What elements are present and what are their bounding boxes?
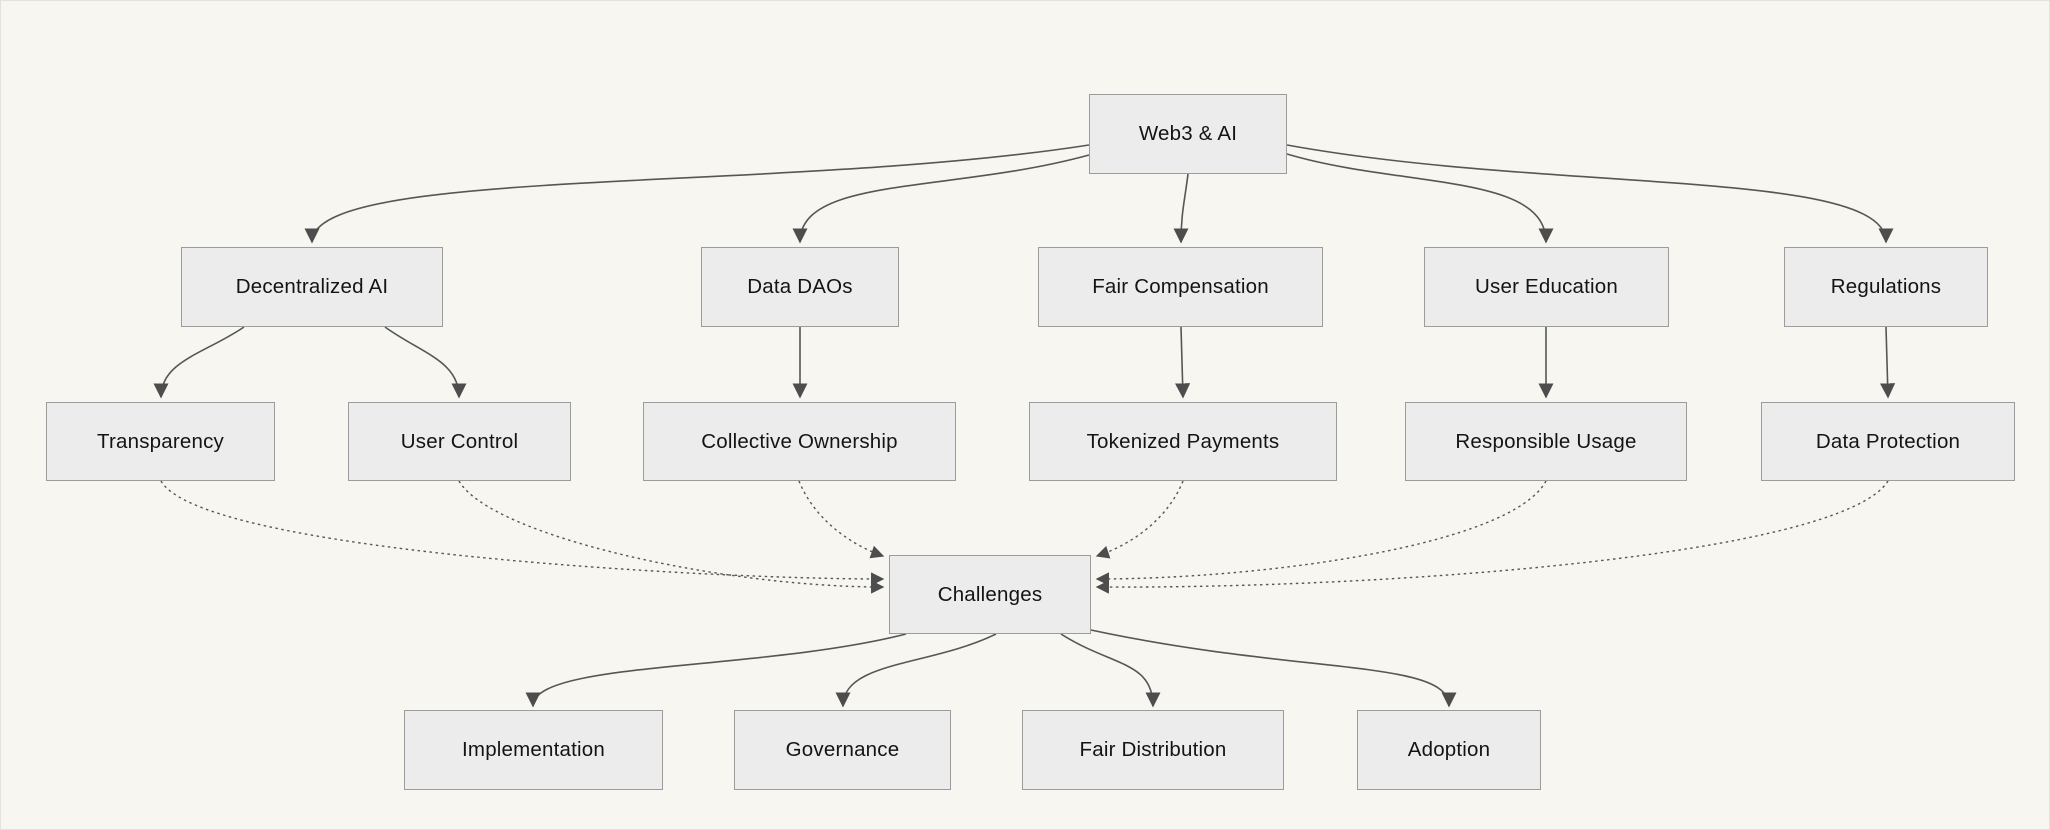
- edge-web3-regulations: [1286, 144, 1894, 244]
- node-fair-compensation: Fair Compensation: [1038, 247, 1323, 327]
- edge-user-control-challenges: [458, 480, 885, 594]
- node-data-daos: Data DAOs: [701, 247, 899, 327]
- edge-protection-challenges: [1095, 480, 1889, 594]
- edge-challenges-adoption: [1090, 629, 1457, 708]
- node-implementation: Implementation: [404, 710, 663, 790]
- edge-challenges-implementation: [525, 633, 907, 708]
- node-collective-ownership: Collective Ownership: [643, 402, 956, 481]
- edge-decentralized-transparency: [153, 326, 245, 399]
- node-challenges: Challenges: [889, 555, 1091, 634]
- edge-tokenized-challenges: [1095, 480, 1184, 559]
- node-data-protection: Data Protection: [1761, 402, 2015, 481]
- edge-web3-data-daos: [792, 154, 1090, 244]
- edge-collective-challenges: [798, 480, 885, 559]
- node-governance: Governance: [734, 710, 951, 790]
- edge-challenges-governance: [835, 633, 997, 708]
- edge-web3-fair-compensation: [1173, 173, 1189, 244]
- edge-challenges-fair-distribution: [1060, 633, 1161, 708]
- node-user-control: User Control: [348, 402, 571, 481]
- edge-web3-decentralized-ai: [304, 144, 1090, 244]
- node-fair-distribution: Fair Distribution: [1022, 710, 1284, 790]
- edge-responsible-challenges: [1095, 480, 1547, 586]
- edge-regulations-protection: [1880, 326, 1896, 399]
- node-adoption: Adoption: [1357, 710, 1541, 790]
- node-responsible-usage: Responsible Usage: [1405, 402, 1687, 481]
- edge-decentralized-user-control: [384, 326, 467, 399]
- edge-web3-user-education: [1286, 153, 1554, 244]
- edge-transparency-challenges: [160, 480, 885, 586]
- node-regulations: Regulations: [1784, 247, 1988, 327]
- node-user-education: User Education: [1424, 247, 1669, 327]
- edge-faircomp-tokenized: [1175, 326, 1191, 399]
- node-decentralized-ai: Decentralized AI: [181, 247, 443, 327]
- node-transparency: Transparency: [46, 402, 275, 481]
- node-web3-ai: Web3 & AI: [1089, 94, 1287, 174]
- node-tokenized-payments: Tokenized Payments: [1029, 402, 1337, 481]
